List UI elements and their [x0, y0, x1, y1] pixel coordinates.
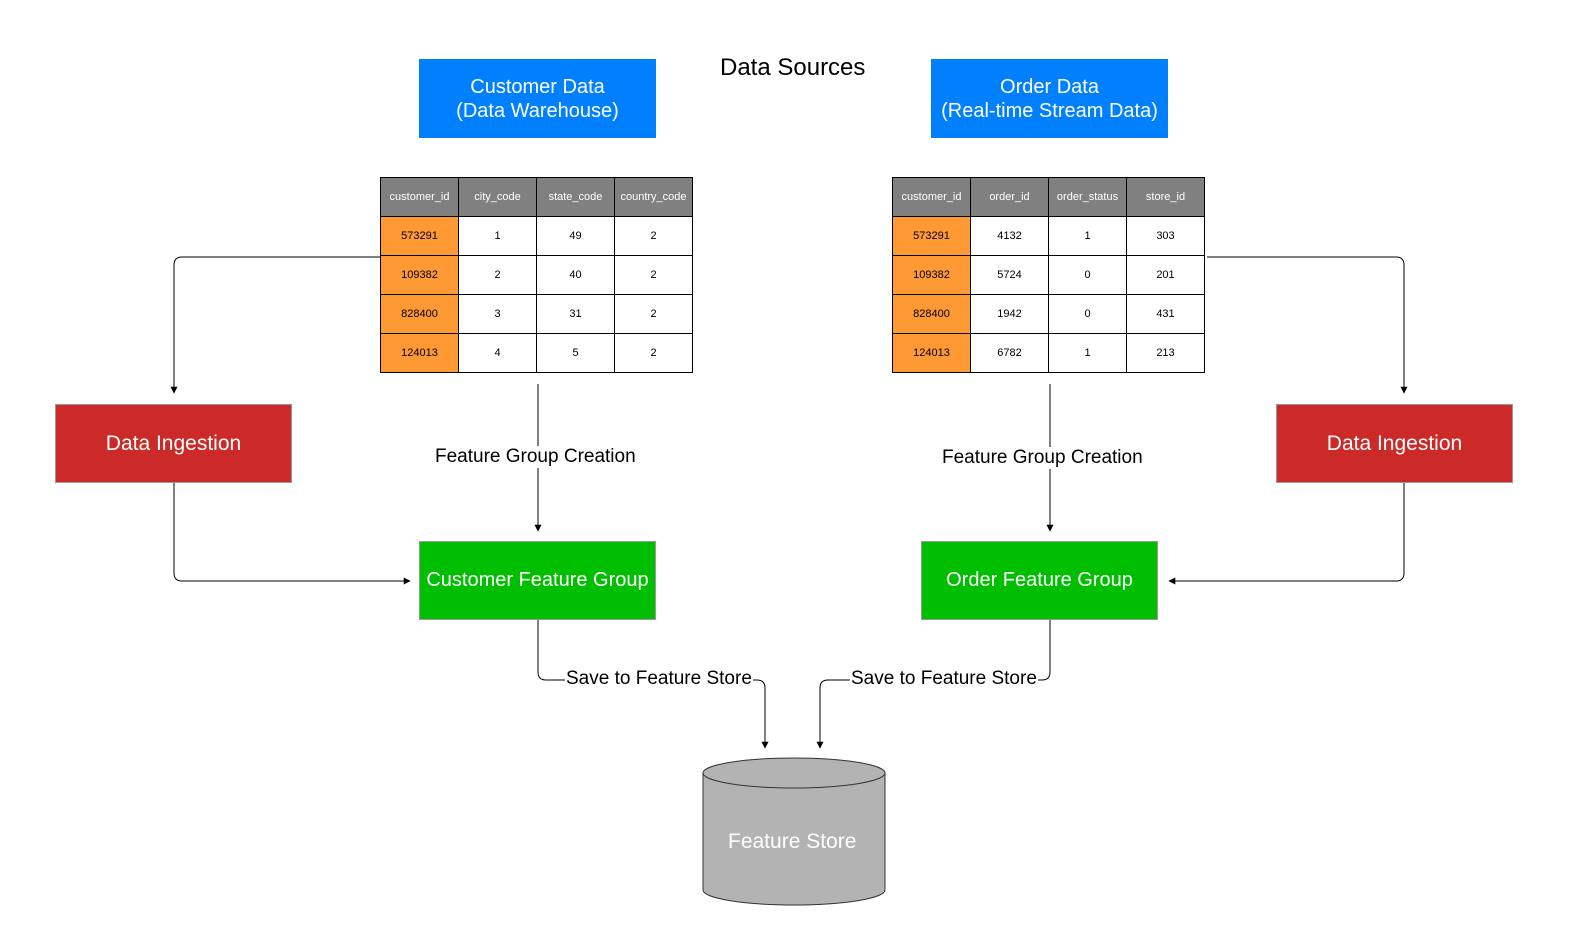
feature-store-cylinder [702, 757, 886, 906]
customer-table-cell: 5 [536, 333, 615, 373]
customer-table-header-cell: city_code [458, 177, 537, 217]
order-table-cell: 124013 [892, 333, 971, 373]
data-ingestion-left: Data Ingestion [55, 404, 292, 483]
order-data-source-name: Order Data [1000, 75, 1099, 98]
data-ingestion-left-label: Data Ingestion [105, 431, 242, 455]
order-table-cell: 0 [1048, 294, 1127, 334]
order-table-cell: 213 [1126, 333, 1205, 373]
customer-table-header-cell: state_code [536, 177, 615, 217]
customer-table-cell: 109382 [380, 255, 459, 295]
order-table-cell: 573291 [892, 216, 971, 256]
customer-data-source-name: Customer Data [470, 75, 605, 98]
order-feature-group: Order Feature Group [921, 541, 1158, 620]
edge-ingestion-to-order-feature-group [1168, 482, 1405, 585]
order-table-cell: 5724 [970, 255, 1049, 295]
customer-feature-group: Customer Feature Group [419, 541, 656, 620]
order-data-source-type: (Real-time Stream Data) [941, 99, 1158, 122]
order-table-cell: 1 [1048, 333, 1127, 373]
customer-table-cell: 828400 [380, 294, 459, 334]
order-table-cell: 201 [1126, 255, 1205, 295]
customer-table-cell: 3 [458, 294, 537, 334]
edge-order-table-to-ingestion [1207, 256, 1408, 394]
order-table-header-cell: store_id [1126, 177, 1205, 217]
customer-table-cell: 2 [614, 216, 693, 256]
order-table-cell: 1 [1048, 216, 1127, 256]
diagram-title: Data Sources [720, 54, 866, 81]
order-data-source: Order Data (Real-time Stream Data) [931, 59, 1168, 138]
customer-table-cell: 2 [614, 294, 693, 334]
customer-data-source-type: (Data Warehouse) [456, 99, 619, 122]
customer-table-cell: 40 [536, 255, 615, 295]
customer-table-cell: 31 [536, 294, 615, 334]
customer-table-cell: 124013 [380, 333, 459, 373]
customer-table-cell: 2 [458, 255, 537, 295]
customer-data-source: Customer Data (Data Warehouse) [419, 59, 656, 138]
customer-table-header-cell: country_code [614, 177, 693, 217]
order-feature-group-label: Order Feature Group [946, 569, 1133, 591]
feature-group-creation-label-right: Feature Group Creation [941, 447, 1144, 469]
order-table-cell: 1942 [970, 294, 1049, 334]
customer-table-header-cell: customer_id [380, 177, 459, 217]
order-table-header-cell: order_id [970, 177, 1049, 217]
order-table-cell: 828400 [892, 294, 971, 334]
order-table-header-cell: order_status [1048, 177, 1127, 217]
feature-store-label: Feature Store [728, 830, 857, 853]
feature-group-creation-label-left: Feature Group Creation [434, 446, 637, 468]
customer-table-cell: 4 [458, 333, 537, 373]
order-table-cell: 431 [1126, 294, 1205, 334]
edge-customer-table-to-ingestion [170, 256, 380, 394]
data-ingestion-right: Data Ingestion [1276, 404, 1513, 483]
save-to-feature-store-label-left: Save to Feature Store [565, 668, 753, 690]
customer-table-cell: 2 [614, 255, 693, 295]
edge-ingestion-to-customer-feature-group [173, 482, 411, 585]
order-table-cell: 109382 [892, 255, 971, 295]
order-table-cell: 6782 [970, 333, 1049, 373]
order-table-cell: 4132 [970, 216, 1049, 256]
customer-table-cell: 49 [536, 216, 615, 256]
customer-feature-group-label: Customer Feature Group [426, 569, 649, 591]
customer-table-cell: 573291 [380, 216, 459, 256]
customer-table-cell: 1 [458, 216, 537, 256]
data-ingestion-right-label: Data Ingestion [1326, 431, 1463, 455]
order-table-cell: 0 [1048, 255, 1127, 295]
order-table-cell: 303 [1126, 216, 1205, 256]
order-table-header-cell: customer_id [892, 177, 971, 217]
customer-table-cell: 2 [614, 333, 693, 373]
save-to-feature-store-label-right: Save to Feature Store [850, 668, 1038, 690]
